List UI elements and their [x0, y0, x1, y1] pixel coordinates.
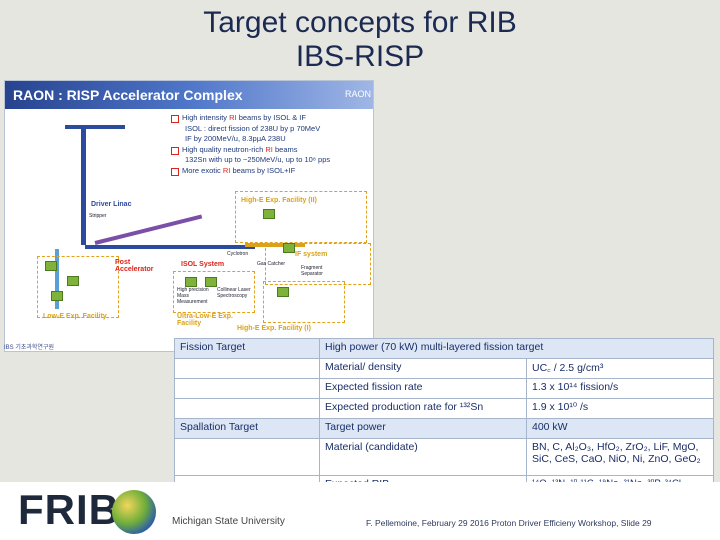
bullet-1: High intensity RI beams by ISOL & IF — [171, 113, 369, 124]
table-cell-label: Spallation Target — [174, 418, 320, 439]
table-cell-key: Target power — [319, 418, 527, 439]
cyclotron-label: Cyclotron — [227, 251, 249, 257]
bullet-2: High quality neutron-rich RI beams — [171, 145, 369, 156]
ultra-low-e-frame — [173, 271, 255, 313]
driver-linac-top — [65, 125, 125, 129]
experiment-box — [67, 276, 79, 286]
table-cell-value: UC꜀ / 2.5 g/cm³ — [526, 358, 714, 379]
table-cell-value: 1.3 x 10¹⁴ fission/s — [526, 378, 714, 399]
gas-catcher-label: Gas Catcher — [257, 261, 286, 267]
bullet-2a: 132Sn with up to ~250MeV/u, up to 10⁸ pp… — [185, 155, 331, 164]
if-system-label: IF system — [295, 251, 328, 258]
table-cell-key: Expected fission rate — [319, 378, 527, 399]
experiment-box — [277, 287, 289, 297]
institute-logo: IBS 기초과학연구원 — [4, 345, 54, 351]
if-beamline — [245, 243, 305, 247]
isol-beamline — [85, 245, 255, 249]
experiment-box — [205, 277, 217, 287]
table-cell-label — [174, 378, 320, 399]
low-e-label: Low-E Exp. Facility — [43, 313, 107, 320]
table-row: Fission Target High power (70 kW) multi-… — [174, 338, 714, 359]
table-cell-value: BN, C, Al₂O₃, HfO₂, ZrO₂, LiF, MgO, SiC,… — [526, 438, 714, 476]
table-cell-label — [174, 398, 320, 419]
experiment-box — [263, 209, 275, 219]
bullet-1b: IF by 200MeV/u, 8.3pμA 238U — [185, 134, 286, 143]
slide-title: Target concepts for RIB IBS-RISP — [0, 6, 720, 74]
experiment-box — [185, 277, 197, 287]
table-cell-value: 1.9 x 10¹⁰ /s — [526, 398, 714, 419]
image-header: RAON : RISP Accelerator Complex RAON — [5, 81, 373, 109]
image-corner-logo: RAON — [344, 89, 371, 99]
table-cell-label — [174, 438, 320, 476]
high-e-i-frame — [263, 281, 345, 323]
experiment-box — [283, 243, 295, 253]
high-e-ii-frame — [235, 191, 367, 243]
accelerator-complex-image: RAON : RISP Accelerator Complex RAON Hig… — [4, 80, 374, 352]
bullet-3: More exotic RI beams by ISOL+IF — [171, 166, 369, 177]
if-system-frame — [265, 243, 371, 285]
experiment-box — [45, 261, 57, 271]
image-header-title: RAON : RISP Accelerator Complex — [13, 87, 243, 103]
stripper-label: Stripper — [89, 213, 107, 219]
table-cell-key: Material (candidate) — [319, 438, 527, 476]
low-e-frame — [37, 256, 119, 318]
checkbox-icon — [171, 115, 179, 123]
slide-credit: F. Pellemoine, February 29 2016 Proton D… — [366, 518, 652, 528]
low-e-beamline — [55, 249, 59, 309]
experiment-box — [51, 291, 63, 301]
table-cell-key: Expected production rate for ¹³²Sn — [319, 398, 527, 419]
table-row: Expected fission rate 1.3 x 10¹⁴ fission… — [174, 378, 714, 399]
slide-title-line2: IBS-RISP — [295, 40, 425, 73]
bullet-1a: ISOL : direct fission of 238U by p 70MeV — [185, 123, 321, 133]
university-name: Michigan State University — [172, 516, 285, 527]
driver-linac-label: Driver Linac — [91, 201, 132, 208]
ultra-low-e-label: Ultra-Low-E Exp. Facility — [177, 313, 234, 327]
checkbox-icon — [171, 167, 179, 176]
high-e-i-label: High-E Exp. Facility (I) — [237, 325, 311, 332]
table-cell-value: 400 kW — [526, 418, 714, 439]
driver-linac-beamline — [81, 125, 86, 245]
table-cell-label — [174, 358, 320, 379]
frib-logo-text: FRIB — [18, 486, 120, 533]
table-cell-key: Material/ density — [319, 358, 527, 379]
table-cell-label: Fission Target — [174, 338, 320, 359]
checkbox-icon — [171, 146, 179, 155]
slide-title-line1: Target concepts for RIB — [203, 6, 517, 39]
post-accelerator-beamline — [94, 214, 203, 245]
mass-measurement-label: High precision Mass Measurement — [177, 287, 209, 305]
frib-emblem-icon — [112, 490, 156, 534]
table-row: Material/ density UC꜀ / 2.5 g/cm³ — [174, 358, 714, 379]
bullet-list: High intensity RI beams by ISOL & IF ISO… — [171, 113, 369, 176]
table-cell-key: High power (70 kW) multi-layered fission… — [319, 338, 714, 359]
isol-system-label: ISOL System — [181, 261, 225, 268]
high-e-ii-label: High-E Exp. Facility (II) — [241, 197, 317, 204]
post-accelerator-label: Post Accelerator — [115, 259, 154, 273]
table-row: Material (candidate) BN, C, Al₂O₃, HfO₂,… — [174, 438, 714, 476]
table-row: Spallation Target Target power 400 kW — [174, 418, 714, 439]
laser-spectroscopy-label: Collinear Laser Spectroscopy — [217, 287, 251, 299]
table-row: Expected production rate for ¹³²Sn 1.9 x… — [174, 398, 714, 419]
fragment-separator-label: Fragment Separator — [301, 265, 323, 277]
